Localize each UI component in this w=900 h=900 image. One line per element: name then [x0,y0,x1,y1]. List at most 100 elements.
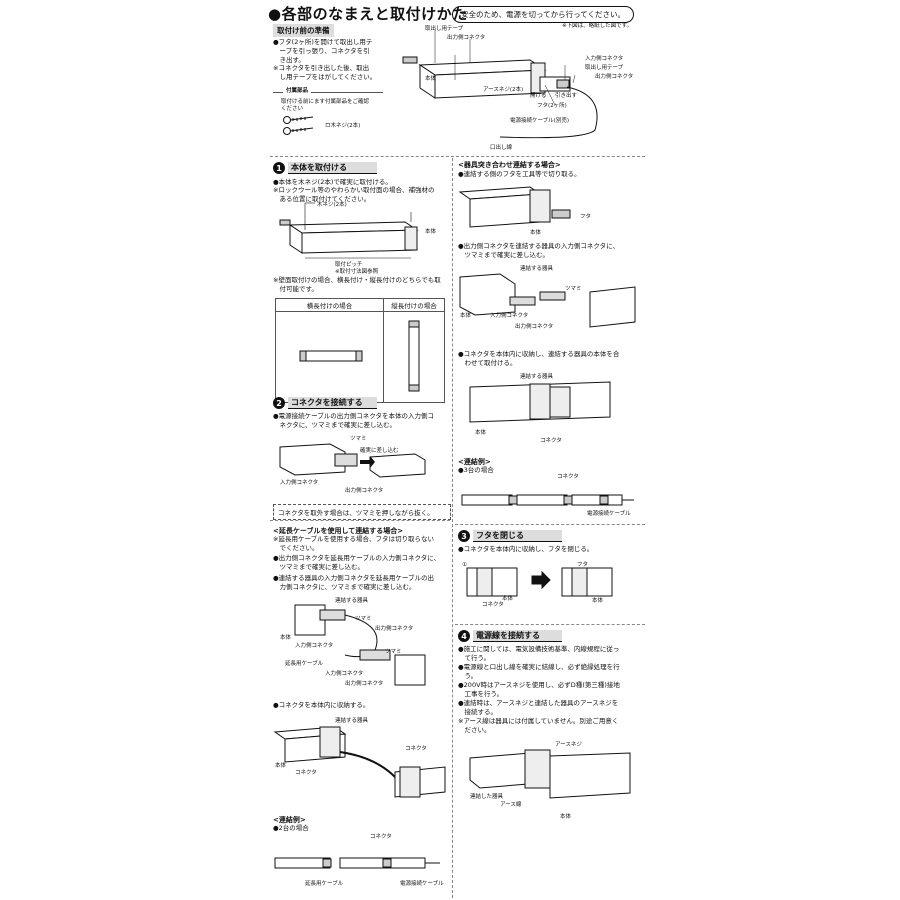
prep-label-outlet: 口出し線 [490,143,513,151]
step2-label-out-conn: 出力側コネクタ [345,486,383,494]
prep-label-out-conn2: 出力側コネクタ [595,72,633,80]
step1-text-2: ※ロックウール等のやわらかい取付面の場合、補強材の ある位置に取付けてください。 [273,186,435,203]
ext-text-3: ●連結する器具の入力側コネクタを延長用ケーブルの出 力側コネクタに、ツマミまで確… [273,574,435,591]
step2-label: コネクタを接続する [288,397,377,409]
step4-text-3: ●200V時はアースネジを使用し、必ずD種(第三種)接地 工事を行う。 [458,681,620,698]
step2-header: 2 コネクタを接続する [273,397,377,409]
example2-power-cable: 電源接続ケーブル [400,879,444,887]
step2-number: 2 [273,397,285,409]
ext-text-2: ●出力側コネクタを延長用ケーブルの入力側コネクタに、 ツマミまで確実に差し込む。 [273,554,441,571]
step1-text-1: ●本体を木ネジ(2本)で確実に取付ける。 [273,178,392,186]
step2-label-push: 確実に差し込む [360,446,399,454]
mount-table: 横長付けの場合 縦長付けの場合 [275,298,445,403]
divider [455,524,645,525]
prep-label-tape: 取出し用テープ [425,24,464,32]
step3-label-body2: 本体 [592,596,604,604]
step4-label-ground: アースネジ [555,741,582,748]
butt-text-2: ●出力側コネクタを連結する器具の入力側コネクタに、 ツマミまで確実に差し込む。 [458,242,619,259]
butt-diagram-3: 連結する器具 本体 コネクタ [469,372,611,444]
step4-label: 電源線を接続する [473,630,562,642]
butt-diagram-1: フタ 本体 [458,186,591,236]
divider [455,624,645,625]
butt-label-out-conn: 出力側コネクタ [515,322,553,330]
butt-diagram-2: 連結する器具 ツマミ 本体 入力側コネクタ 出力側コネクタ [459,264,636,330]
safety-notice: 安全のため、電源を切ってから行ってください。 [452,6,635,23]
step3-number: 3 [458,530,470,542]
step4-label-linked: 連結した器具 [470,792,504,800]
step4-diagram: アースネジ 連結した器具 アース線 本体 [469,741,631,820]
prep-label-body: 本体 [425,74,437,82]
butt-store-fixture: 連結する器具 [520,372,554,380]
step1-label-body: 本体 [425,227,437,235]
step3-label-conn: コネクタ [482,600,504,608]
step2-text-1: ●電源接続ケーブルの出力側コネクタを本体の入力側コ ネクタに、ツマミまで確実に差… [273,412,435,429]
butt-label-body2: 本体 [460,311,472,319]
example3-heading: <連結例> [458,458,491,466]
table-header-horizontal: 横長付けの場合 [275,298,384,312]
parts-title: 付属部品 [283,88,312,95]
prep-diagram: 取出し用テープ 出力側コネクタ 本体 アースネジ(2本) 開ける 引き出す フタ… [402,24,633,151]
prep-label: 取付け前の準備 [273,24,334,37]
ext-label-out-conn: 出力側コネクタ [375,624,413,632]
example2-conn: コネクタ [370,832,392,840]
divider [270,156,645,157]
ext-label-knob2: ツマミ [385,648,402,655]
butt-label-fixture: 連結する器具 [520,264,554,272]
step3-label-lid: フタ [577,560,588,568]
ext-label-out-conn2: 出力側コネクタ [345,679,383,687]
prep-label-pull: 引き出す [555,91,578,99]
ext-label-knob: ツマミ [355,615,372,622]
prep-label-ground: アースネジ(2本) [483,85,523,93]
ext-store-label-conn: コネクタ [405,744,427,752]
butt-heading: <器具突き合わせ連結する場合> [458,161,561,169]
ext-store-label-conn2: コネクタ [295,768,317,776]
ext-label-fixture: 連結する器具 [335,596,369,604]
butt-label-knob: ツマミ [565,285,582,292]
example3-power-cable: 電源接続ケーブル [587,509,631,517]
ext-text-1: ※延長用ケーブルを使用する場合、フタは切り取らない でください。 [273,535,435,552]
step2-label-knob: ツマミ [350,435,367,442]
step4-text-5: ※アース線は器具には付属していません。別途ご用意く ださい。 [458,717,619,734]
divider [270,520,450,521]
step3-label-body: 本体 [502,594,514,602]
figure-note: ※下図は、略紙した図です。 [562,23,633,29]
ext-label-body: 本体 [280,633,292,641]
step4-number: 4 [458,630,470,642]
step4-text-1: ●施工に関しては、電気設備技術基準、内線規程に従っ て行う。 [458,645,620,662]
remove-note: コネクタを取外す場合は、ツマミを押しながら抜く。 [273,504,451,520]
step4-text-4: ●連結時は、アースネジと連結した器具のアースネジを 接続する。 [458,699,619,716]
butt-label-lid: フタ [580,212,591,220]
step1-header: 1 本体を取付ける [273,162,377,174]
prep-text-1: ●フタ(2ヶ所)を開けて取出し用テ ープを引っ張り、コネクタを引 き出す。 [273,38,373,64]
example3-conn: コネクタ [557,472,579,480]
vertical-mount-icon [408,320,420,392]
prep-label-lid: フタ(2ヶ所) [537,101,567,109]
prep-label-out-conn: 出力側コネクタ [447,33,485,41]
table-header-vertical: 縦長付けの場合 [383,298,445,312]
example2-ext-cable: 延長用ケーブル [305,879,344,887]
prep-label-cable: 電源接続ケーブル(別売) [510,116,569,124]
screw-icon [283,116,314,135]
prep-label-tape2: 取出し用テープ [585,63,624,71]
step1-diagram: 木ネジ(2本) 本体 取付ピッチ※取付寸法図参照 [279,200,437,275]
ext-store-label-body: 本体 [275,761,287,769]
step4-label-body: 本体 [560,812,572,820]
butt-text-1: ●連結する側のフタを工具等で切り取る。 [458,170,581,178]
step1-number: 1 [273,162,285,174]
example3-sub: ●3台の場合 [458,466,494,474]
example2-diagram: コネクタ 延長用ケーブル 電源接続ケーブル [274,832,444,887]
ext-label-in-conn2: 入力側コネクタ [325,669,363,677]
step1-label-pitch: 取付ピッチ※取付寸法図参照 [335,260,379,275]
prep-label-open: 開ける [530,92,547,99]
step4-header: 4 電源線を接続する [458,630,562,642]
example2-heading: <連結例> [273,816,306,824]
prep-text-2: ※コネクタを引き出した後、取出 し用テープをはがしてください。 [273,64,377,81]
butt-text-3: ●コネクタを本体内に収納し、連結する器具の本体を合 わせて取付ける。 [458,350,620,367]
horizontal-mount-icon [299,350,362,362]
step1-text-3: ※壁面取付けの場合、横長付け・縦長付けのどちらでも取 付可能です。 [273,276,441,293]
parts-screw-label: ロ木ネジ(2本) [325,123,361,129]
step3-text-1: ●コネクタを本体内に収納し、フタを閉じる。 [458,545,594,553]
page-title: ●各部のなまえと取付けかた [268,5,468,23]
ext-heading: <延長ケーブルを使用して連結する場合> [273,527,404,535]
step2-diagram: ツマミ 確実に差し込む 入力側コネクタ 出力側コネクタ [279,435,426,494]
